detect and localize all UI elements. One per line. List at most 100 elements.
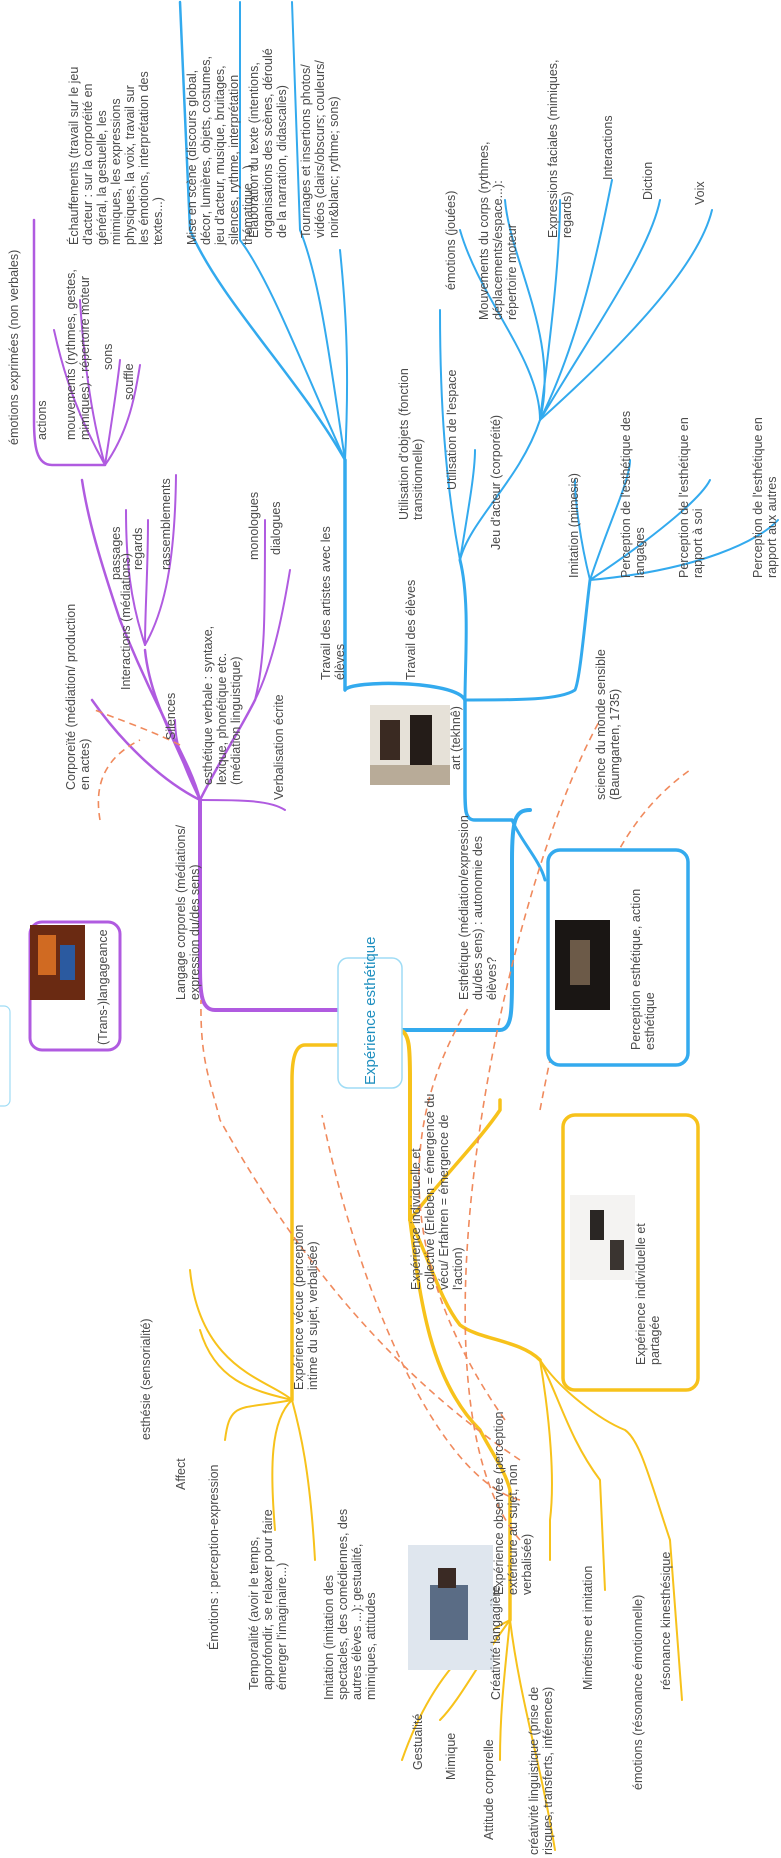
perception-autres-label: Perception de l'esthétique enrapport aux…: [751, 417, 779, 578]
label-line: science du monde sensible: [594, 649, 608, 800]
experience-vecue-label: Expérience vécue (perceptionintime du su…: [292, 1225, 320, 1390]
interactions-blue-label: Interactions: [601, 115, 615, 180]
perception-action-label: Perception esthétique, actionesthétique: [629, 889, 657, 1050]
espace-label: Utilisation de l'espace: [445, 369, 459, 490]
dancers-photo: [570, 1195, 635, 1280]
trans-langageance-label: (Trans-)langageance: [96, 929, 110, 1045]
label-line: spectacles, des comédiennes, des: [336, 1509, 350, 1700]
label-line: intime du sujet, verbalisée): [306, 1241, 320, 1390]
emotions-exprimees-label: émotions exprimées (non verbales): [7, 250, 21, 445]
label-line: vécu/ Erfahren = émergence de: [437, 1115, 451, 1290]
center-label: Expérience esthétique: [362, 937, 379, 1085]
imitation-mimesis-label: Imitation (mimesis): [567, 473, 581, 578]
label-line: répertoire moteur: [505, 224, 519, 320]
esthesie-label: esthésie (sensorialité): [139, 1318, 153, 1440]
label-line: langages: [633, 527, 647, 578]
echauffements-label: Échauffements (travail sur le jeud'acteu…: [66, 67, 165, 245]
label-line: vidéos (clairs/obscurs; couleurs/: [313, 60, 327, 238]
label-line: regards): [560, 191, 574, 238]
label-line: du/des sens) : autonomie des: [471, 836, 485, 1000]
label-line: Échauffements (travail sur le jeu: [66, 67, 81, 245]
mouvements-corps-label: Mouvements du corps (rythmes,déplacement…: [477, 141, 519, 320]
label-line: Mise en scène (discours global,: [185, 70, 199, 245]
perception-soi-label: Perception de l'esthétique enrapport à s…: [677, 417, 705, 578]
label-line: Langage corporels (médiations/: [174, 824, 188, 1000]
perception-langages-label: Perception de l'esthétique deslangages: [619, 411, 647, 578]
label-line: Travail des artistes avec les: [319, 526, 333, 680]
tournages-label: Tournages et insertions photos/vidéos (c…: [299, 60, 341, 238]
label-line: Perception de l'esthétique en: [751, 417, 765, 578]
label-line: Perception esthétique, action: [629, 889, 643, 1050]
silences-label: Silences: [164, 693, 178, 740]
label-line: émerger l'imaginaire...): [275, 1563, 289, 1690]
label-line: thématique ...): [241, 165, 255, 245]
expressions-faciales-label: Expressions faciales (mimiques,regards): [546, 59, 574, 238]
individuelle-partagee-label: Expérience individuelle etpartagée: [634, 1223, 662, 1365]
emotions-perception-label: Émotions : perception-expression: [206, 1464, 221, 1650]
mouvements-label: mouvements (rythmes, gestes,mimiques) : …: [64, 269, 92, 440]
creativite-langagiere-label: Créativité langagière: [489, 1585, 503, 1700]
diction-label: Diction: [641, 162, 655, 200]
label-line: Perception de l'esthétique des: [619, 411, 633, 578]
mimique-label: Mimique: [444, 1733, 458, 1780]
label-line: mimiques, attitudes: [364, 1592, 378, 1700]
label-line: décor, lumières, objets, costumes,: [199, 56, 213, 245]
gestualite-label: Gestualité: [411, 1714, 425, 1770]
purple-branch-lines: [32, 218, 380, 1012]
label-line: de la narration, didascalies): [275, 85, 289, 238]
label-line: déplacements/espace...):: [491, 180, 505, 320]
label-line: Mouvements du corps (rythmes,: [477, 141, 491, 320]
emotions-resonance-label: émotions (résonance émotionnelle): [631, 1595, 645, 1790]
label-line: silences, rythme, interprétation: [227, 75, 241, 245]
label-line: Expressions faciales (mimiques,: [546, 59, 560, 238]
label-line: risques, transferts, inférences): [541, 1687, 555, 1855]
passages-label: passages: [109, 526, 123, 580]
label-line: les émotions, interprétation des: [137, 71, 151, 245]
esthetique-mediation-label: Esthétique (médiation/expressiondu/des s…: [457, 815, 499, 1000]
label-line: esthétique verbale : syntaxe,: [201, 626, 215, 785]
labels: Expérience esthétique Langage corporels …: [7, 48, 779, 1855]
label-line: physiques, la voix, travail sur: [123, 85, 137, 245]
elaboration-label: Élaboration du texte (intentions,organis…: [246, 48, 289, 238]
label-line: partagée: [648, 1316, 662, 1365]
label-line: rapport à soi: [691, 509, 705, 578]
label-line: créativité linguistique (prise de: [527, 1687, 541, 1855]
individuelle-collective-label: Expérience individuelle etcollective (Er…: [409, 1094, 465, 1290]
label-line: jeu d'acteur, musique, bruitages,: [213, 65, 227, 246]
label-line: mimiques, les expressions: [109, 98, 123, 245]
corporeite-label: Corporeïté (médiation/ productionen acte…: [64, 604, 92, 790]
dialogues-label: dialogues: [269, 501, 283, 555]
mimetisme-label: Mimétisme et imitation: [581, 1566, 595, 1690]
label-line: Imitation (imitation des: [322, 1575, 336, 1700]
jeu-acteur-label: Jeu d'acteur (corporéité): [489, 415, 503, 550]
sons-label: sons: [101, 344, 115, 370]
label-line: (médiation linguistique): [229, 656, 243, 785]
voix-label: Voix: [693, 181, 707, 205]
esthetique-verbale-label: esthétique verbale : syntaxe,lexique, ph…: [201, 626, 243, 785]
label-line: Utilisation d'objets (fonction: [397, 368, 411, 520]
souffle-label: souffle: [122, 363, 136, 400]
label-line: en actes): [78, 739, 92, 790]
resonance-kinesthesique-label: résonance kinesthésique: [659, 1552, 673, 1690]
creativite-linguistique-label: créativité linguistique (prise derisques…: [527, 1687, 555, 1855]
actions-label: actions: [35, 400, 49, 440]
affect-label: Affect: [174, 1458, 188, 1490]
label-line: mimiques) : répertoire moteur: [78, 276, 92, 440]
stage-photo: [370, 705, 450, 785]
label-line: Expérience individuelle et: [634, 1223, 648, 1365]
perception-action-box[interactable]: [546, 848, 690, 1067]
label-line: Perception de l'esthétique en: [677, 417, 691, 578]
interactions-label: Interactions (médiations): [119, 553, 133, 690]
science-label: science du monde sensible(Baumgarten, 17…: [594, 649, 622, 800]
label-line: esthétique: [643, 992, 657, 1050]
label-line: général, la gestuelle, les: [95, 110, 109, 245]
imitation-spectacles-label: Imitation (imitation desspectacles, des …: [322, 1509, 378, 1700]
regards-label: regards: [131, 528, 145, 570]
label-line: Expérience observée (perception: [492, 1412, 506, 1595]
label-line: approfondir, se relaxer pour faire: [261, 1509, 275, 1690]
label-line: noir&blanc; rythme; sons): [327, 96, 341, 238]
label-line: Expérience individuelle et: [409, 1148, 423, 1290]
center-node-box[interactable]: [337, 957, 403, 1089]
label-line: Esthétique (médiation/expression: [457, 815, 471, 1000]
